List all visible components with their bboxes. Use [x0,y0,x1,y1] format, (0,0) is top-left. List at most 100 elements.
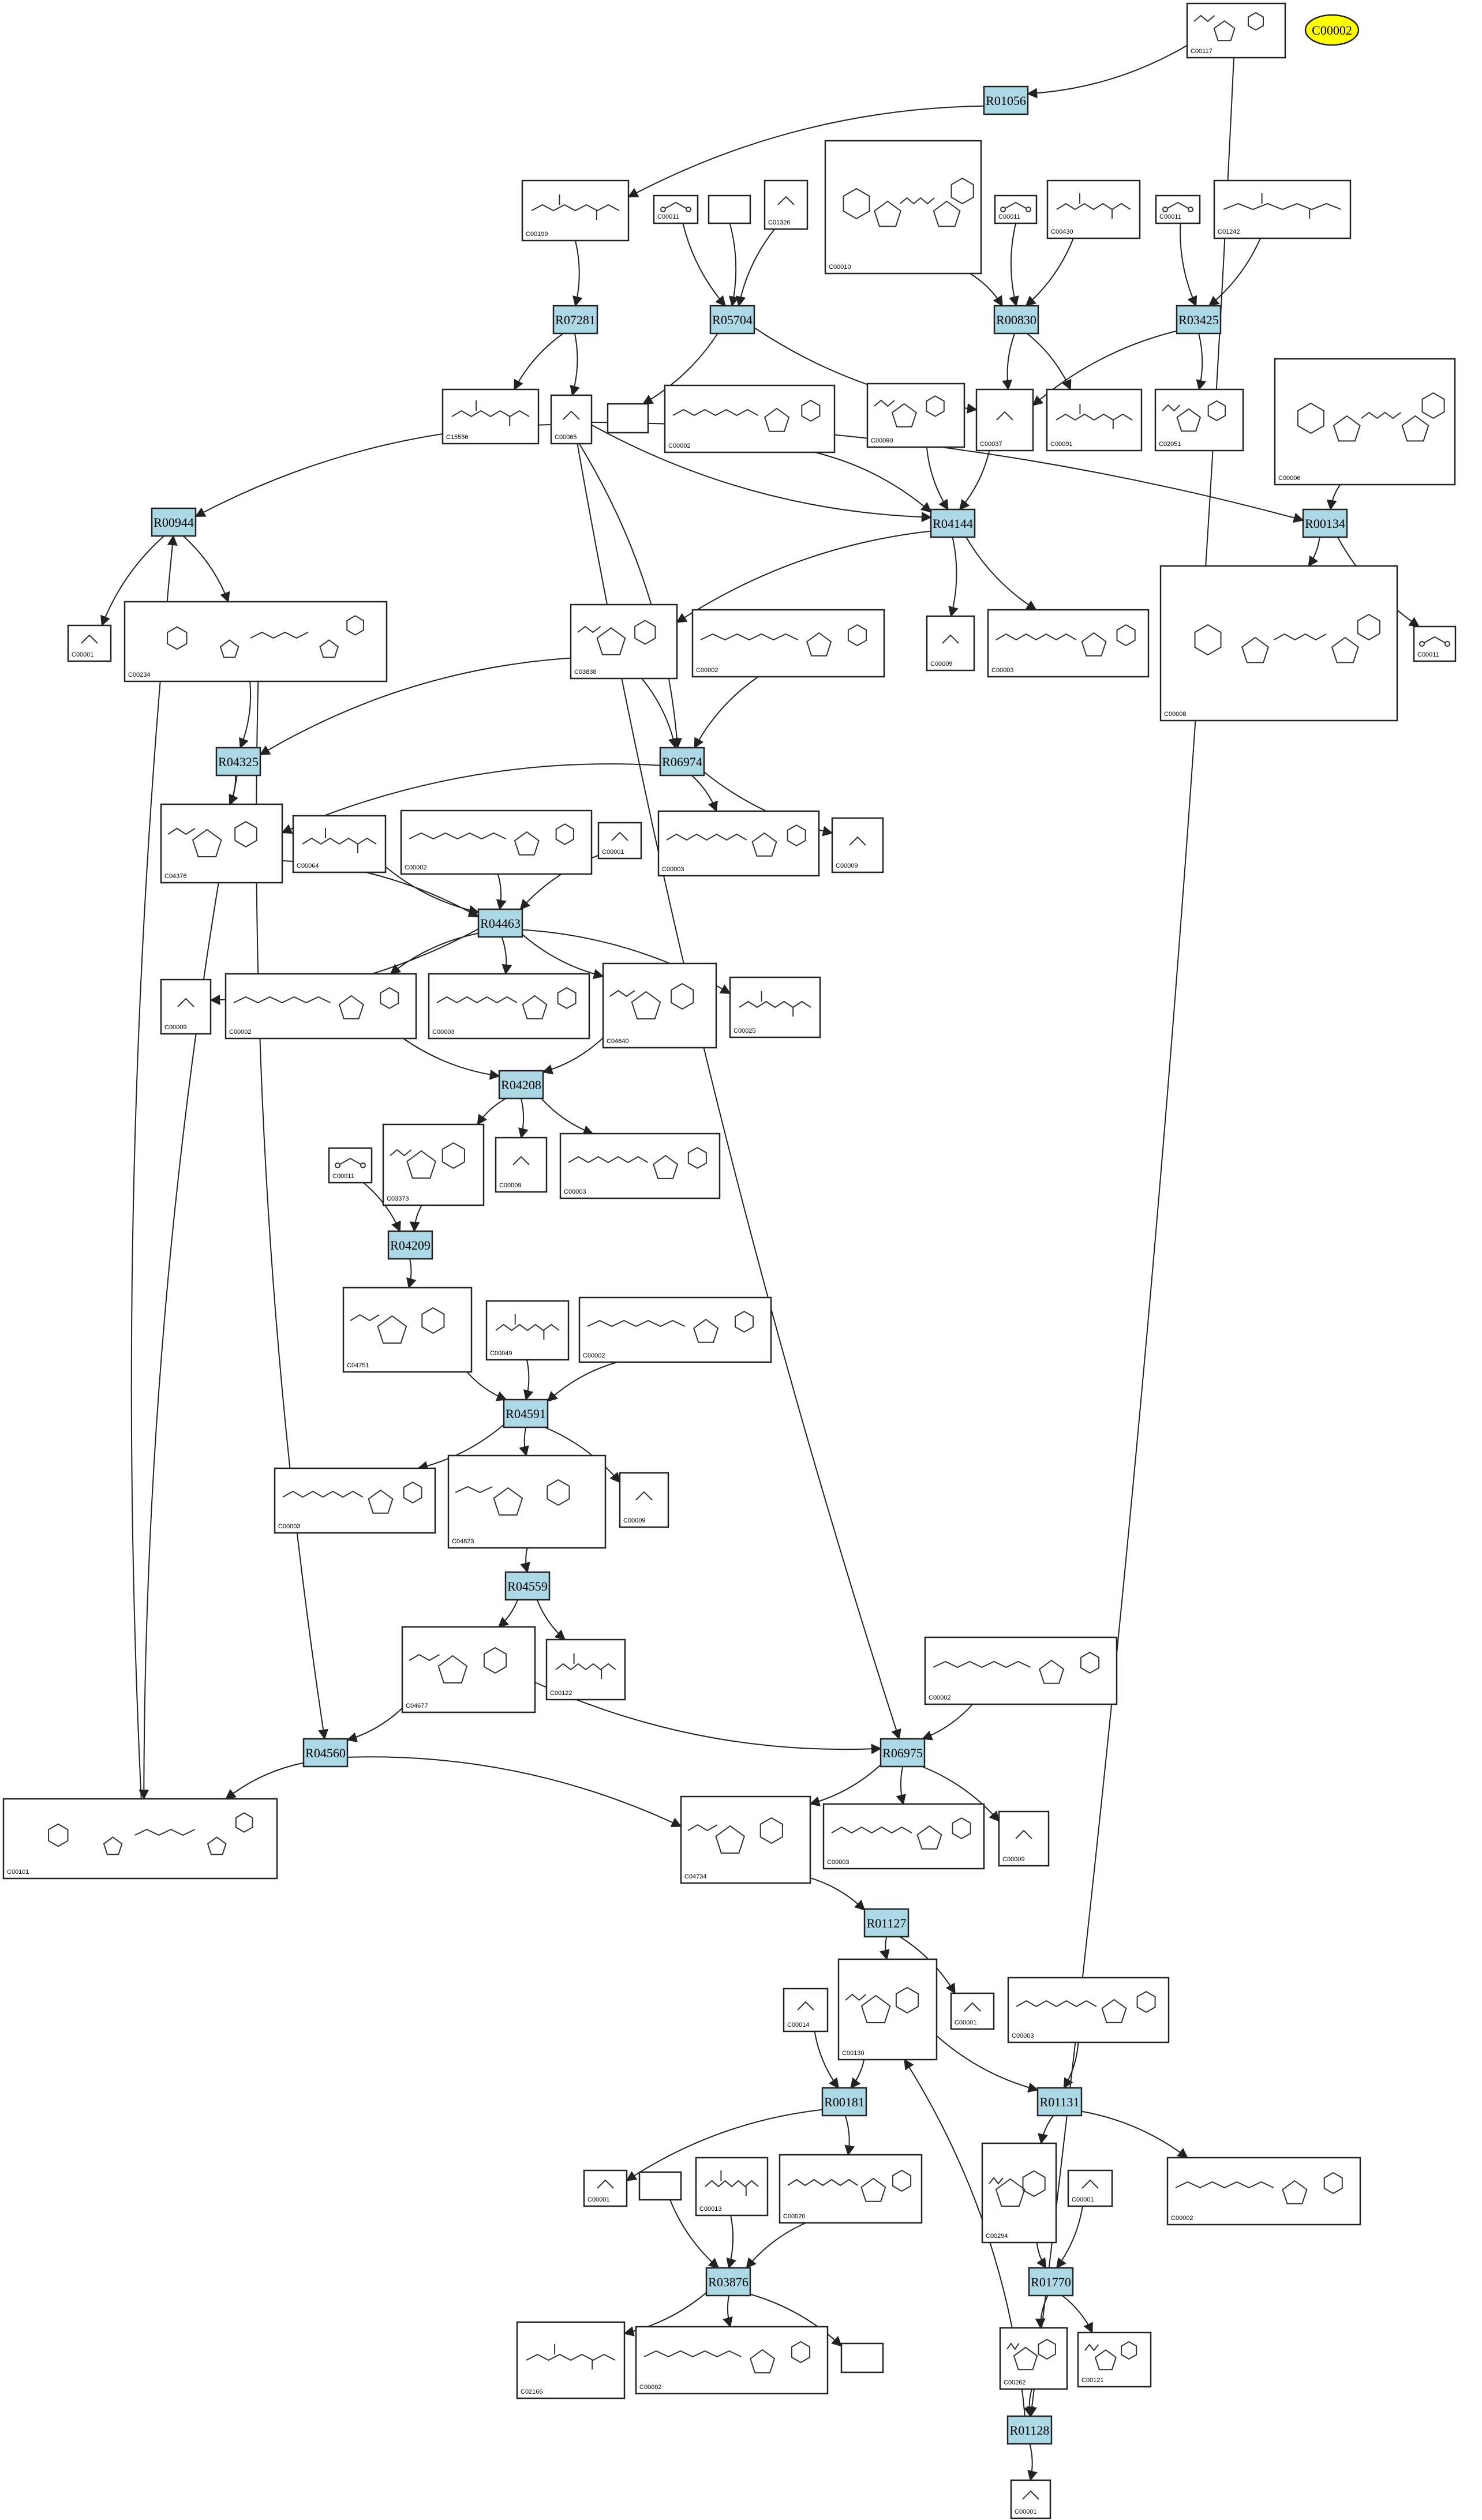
compound-node[interactable] [638,2171,682,2201]
reaction-node[interactable]: R07281 [552,305,598,335]
reaction-node[interactable]: R06974 [659,747,705,777]
compound-node[interactable]: C00001 [583,2169,628,2207]
compound-node[interactable]: C00262 [999,2327,1068,2390]
compound-node[interactable]: C00011 [1413,625,1457,662]
reaction-node[interactable]: R05704 [709,305,755,335]
reaction-node[interactable]: R04208 [498,1070,544,1100]
compound-node[interactable]: C00294 [981,2142,1057,2244]
reaction-node[interactable]: R04325 [215,747,261,777]
compound-node[interactable]: C02166 [516,2321,626,2399]
reaction-node[interactable]: R01056 [983,85,1029,115]
compound-node[interactable]: C00003 [987,609,1150,678]
reaction-node[interactable]: R04559 [504,1571,551,1601]
reaction-node[interactable]: R04144 [930,508,976,538]
compound-node[interactable]: C00009 [998,1810,1050,1867]
reaction-node[interactable]: R06975 [880,1738,926,1768]
compound-node[interactable]: C00101 [2,1798,278,1880]
compound-node[interactable]: C00122 [545,1638,626,1701]
compound-node[interactable]: C04376 [160,803,283,884]
reaction-node[interactable]: R04591 [503,1398,549,1428]
compound-node[interactable]: C00234 [124,601,388,682]
compound-node[interactable]: C00001 [67,624,112,662]
reaction-node[interactable]: R03425 [1176,305,1222,335]
compound-node[interactable]: C00003 [428,973,590,1040]
compound-node[interactable]: C01326 [764,179,809,230]
compound-node[interactable]: C04640 [602,962,717,1049]
reaction-node[interactable]: R01770 [1028,2267,1074,2297]
reaction-node[interactable]: R04560 [302,1738,349,1768]
compound-node[interactable]: C00014 [783,1987,829,2032]
compound-node[interactable]: C00009 [926,615,975,672]
compound-node[interactable]: C00002 [400,809,593,875]
reaction-node[interactable]: R01127 [863,1908,910,1938]
compound-node[interactable]: C00025 [729,976,821,1038]
compound-node[interactable]: C00003 [1007,1977,1170,2043]
reaction-box [302,1738,349,1768]
compound-node[interactable]: C00010 [824,140,982,275]
compound-node[interactable] [607,403,649,434]
compound-node[interactable]: C01242 [1213,179,1352,239]
compound-node[interactable]: C00002 [664,384,836,453]
compound-node[interactable]: C00065 [550,394,593,445]
compound-node[interactable]: C04823 [447,1454,607,1549]
compound-node[interactable]: C00011 [328,1147,373,1184]
reaction-node[interactable]: R01128 [1006,2415,1053,2445]
compound-node[interactable]: C03838 [570,603,678,680]
compound-node[interactable]: C02051 [1154,388,1244,452]
compound-node[interactable]: C00430 [1046,179,1141,239]
compound-node[interactable]: C00001 [597,822,642,860]
compound-node[interactable]: C00011 [994,194,1038,224]
compound-node[interactable]: C00002 [224,973,417,1040]
compound-node[interactable]: C00121 [1077,2331,1152,2388]
compound-node[interactable]: C00020 [779,2154,923,2224]
compound-node[interactable]: C00001 [1010,2479,1051,2519]
compound-node[interactable] [840,2342,884,2373]
compound-node[interactable] [708,194,751,224]
reaction-node[interactable]: R00134 [1302,508,1348,538]
reaction-node[interactable]: R03876 [705,2267,751,2297]
compound-node[interactable]: C00001 [950,1992,995,2030]
compound-node[interactable]: C00009 [619,1472,669,1528]
compound-node[interactable]: C00011 [1155,194,1201,224]
compound-node[interactable]: C00002 [924,1636,1118,1705]
compound-node[interactable]: C00064 [292,815,387,873]
compound-node[interactable]: C00091 [1046,388,1143,452]
reaction-node[interactable]: R04463 [477,908,523,938]
compound-node[interactable]: C03373 [382,1123,485,1206]
compound-node[interactable]: C00008 [1159,565,1398,722]
compound-label: C00037 [980,441,1002,448]
compound-label: C02051 [1159,441,1181,448]
reaction-node[interactable]: R01131 [1036,2087,1083,2117]
compound-node[interactable]: C00049 [485,1300,570,1361]
compound-node[interactable]: C00090 [866,382,965,448]
compound-node[interactable]: C04751 [342,1287,473,1373]
compound-node[interactable]: C00001 [1067,2169,1113,2207]
compound-node[interactable]: C00003 [274,1467,436,1534]
compound-node[interactable]: C04677 [401,1626,536,1713]
compound-node[interactable]: C00037 [975,388,1034,452]
compound-node[interactable]: C00006 [1274,358,1456,486]
reaction-node[interactable]: R00181 [821,2087,867,2117]
compound-label: C00010 [829,264,851,271]
compound-node[interactable]: C00003 [657,810,820,877]
compound-node[interactable]: C00002 [578,1296,772,1363]
compound-node[interactable]: C00117 [1186,2,1286,59]
compound-node[interactable]: C00009 [831,817,884,873]
compound-node[interactable]: C00002 [1166,2157,1361,2226]
compound-node[interactable]: C00009 [495,1137,548,1193]
compound-node[interactable]: C15556 [441,388,540,445]
compound-node[interactable]: C00002 [691,609,885,678]
reaction-node[interactable]: R00830 [993,305,1039,335]
reaction-node[interactable]: R00944 [151,507,197,537]
compound-node[interactable]: C00003 [822,1803,985,1870]
compound-node[interactable]: C00003 [559,1132,721,1199]
compound-node[interactable]: C00011 [653,194,699,224]
compound-node[interactable]: C00002 [635,2326,829,2395]
compound-node[interactable]: C00199 [521,179,630,242]
compound-node[interactable]: C04734 [680,1795,811,1884]
compound-node[interactable]: C00130 [837,1958,938,2061]
compound-node[interactable]: C00013 [695,2157,769,2217]
compound-node[interactable]: C00009 [160,978,212,1035]
reaction-node[interactable]: R04209 [387,1230,433,1260]
legend-badge[interactable]: C00002 [1304,14,1360,46]
